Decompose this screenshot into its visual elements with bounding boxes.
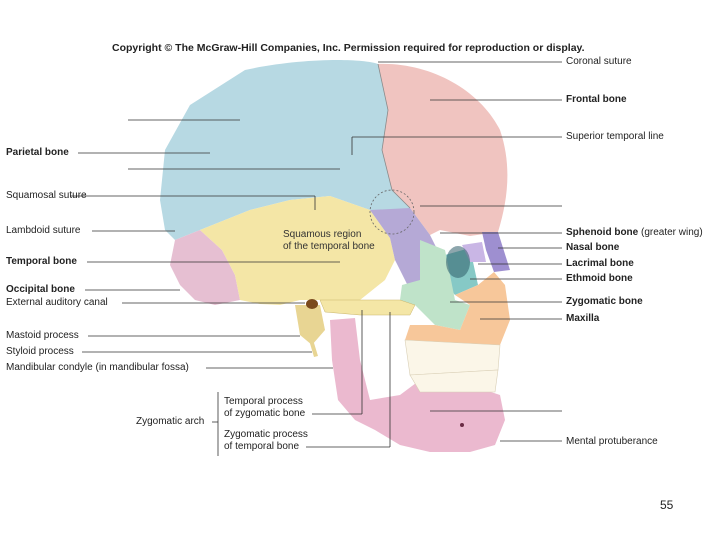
- label-zygomatic-process-2: of temporal bone: [224, 441, 300, 452]
- zygomatic-bone-region: [400, 240, 470, 330]
- label-sphenoid-bone-name: Sphenoid bone: [566, 227, 639, 238]
- nasal-bone-region: [482, 232, 510, 272]
- label-frontal-bone: Frontal bone: [566, 94, 627, 105]
- label-lambdoid-suture: Lambdoid suture: [6, 225, 81, 236]
- auditory-canal: [306, 299, 318, 309]
- temporal-bone-region: [200, 196, 395, 305]
- region-label-line2: of the temporal bone: [283, 241, 375, 252]
- label-temporal-process-1: Temporal process: [224, 396, 303, 407]
- label-ethmoid-bone: Ethmoid bone: [566, 273, 633, 284]
- label-occipital-bone: Occipital bone: [6, 284, 75, 295]
- page-number: 55: [660, 498, 674, 512]
- label-mandibular-condyle: Mandibular condyle (in mandibular fossa): [6, 362, 189, 373]
- right-leader-lines: [351, 61, 562, 442]
- label-nasal-bone: Nasal bone: [566, 242, 620, 253]
- maxilla-region: [405, 272, 510, 352]
- label-zygomatic-bone: Zygomatic bone: [566, 296, 643, 307]
- mental-foramen: [460, 423, 464, 427]
- label-mastoid-process: Mastoid process: [6, 330, 79, 341]
- frontal-bone-region: [378, 63, 508, 236]
- pterion-circle: [369, 189, 415, 235]
- parietal-bone-region: [160, 60, 430, 241]
- label-zygomatic-process-1: Zygomatic process: [224, 429, 308, 440]
- lower-teeth: [409, 369, 499, 393]
- label-parietal-bone: Parietal bone: [6, 147, 69, 158]
- zygomatic-arch-region: [319, 299, 416, 316]
- label-styloid-process: Styloid process: [6, 346, 74, 357]
- label-lacrimal-bone: Lacrimal bone: [566, 258, 634, 269]
- label-temporal-bone: Temporal bone: [6, 256, 77, 267]
- label-external-auditory-canal: External auditory canal: [6, 297, 108, 308]
- mastoid-region: [295, 305, 325, 345]
- label-sphenoid-bone: Sphenoid bone (greater wing): [566, 227, 703, 239]
- label-mental-protuberance: Mental protuberance: [566, 436, 658, 447]
- coronal-suture-line: [377, 63, 411, 209]
- label-maxilla: Maxilla: [566, 313, 600, 324]
- bottom-leader-lines: [212, 310, 391, 456]
- left-leader-lines: [70, 119, 340, 369]
- label-sphenoid-bone-note: (greater wing): [641, 227, 703, 238]
- label-squamosal-suture: Squamosal suture: [6, 190, 87, 201]
- occipital-bone-region: [170, 230, 240, 305]
- label-temporal-process-2: of zygomatic bone: [224, 408, 306, 419]
- upper-teeth: [404, 339, 501, 376]
- copyright-notice: Copyright © The McGraw-Hill Companies, I…: [112, 42, 585, 54]
- label-zygomatic-arch: Zygomatic arch: [136, 416, 205, 427]
- styloid-region: [306, 330, 318, 357]
- orbit-socket: [446, 246, 470, 278]
- region-label-line1: Squamous region: [283, 229, 362, 240]
- label-coronal-suture: Coronal suture: [566, 56, 632, 67]
- label-superior-temporal-line: Superior temporal line: [566, 131, 664, 142]
